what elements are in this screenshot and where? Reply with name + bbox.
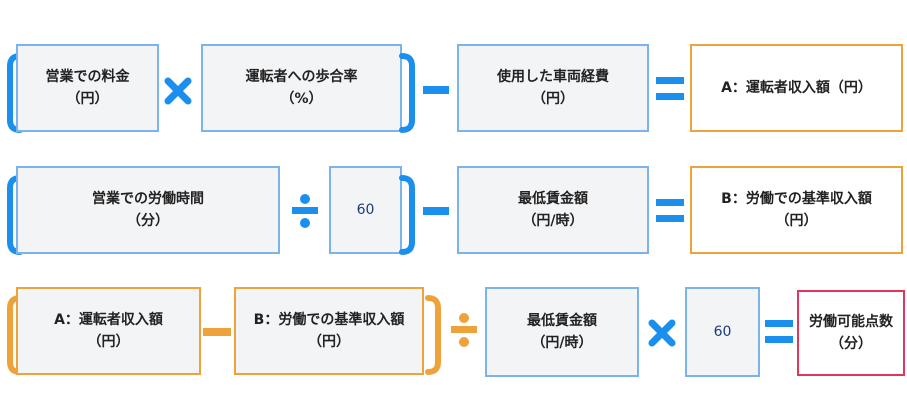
minus-icon [423,205,449,217]
multiply-icon [163,76,193,106]
sixty-box: 60 [685,287,760,377]
divide-icon [292,194,318,228]
commission-rate-unit: （%） [280,91,323,107]
result-a-label: A：運転者収入額（円） [721,80,872,96]
vehicle-cost-unit: （円） [532,91,574,107]
min-wage-unit: （円/時） [522,213,584,229]
equals-icon [765,317,793,347]
min-wage-unit: （円/時） [531,335,593,351]
equals-icon [656,74,684,104]
a-income-box: A：運転者収入額 （円） [16,287,201,375]
minus-icon [423,84,449,96]
a-income-unit: （円） [87,334,130,350]
work-minutes-unit: （分） [127,213,169,229]
result-b-label: B：労働での基準収入額 [721,191,872,207]
a-income-label: A：運転者収入額 [54,312,163,328]
result-b-unit: （円） [775,213,818,229]
right-bracket-icon [398,174,418,256]
left-bracket-icon [4,174,24,256]
work-minutes-box: 営業での労働時間 （分） [16,166,280,254]
sales-fee-label: 営業での料金 [45,69,130,85]
sales-fee-box: 営業での料金 （円） [16,44,159,132]
commission-rate-box: 運転者への歩合率 （%） [201,44,402,132]
sixty-value: 60 [356,202,375,218]
vehicle-cost-box: 使用した車両経費 （円） [457,44,649,132]
b-income-label: B：労働での基準収入額 [253,312,405,328]
work-minutes-label: 営業での労働時間 [92,191,204,207]
result-b-box: B：労働での基準収入額 （円） [690,166,903,254]
minus-icon [203,326,231,338]
min-wage-box: 最低賃金額 （円/時） [457,166,649,254]
sixty-box: 60 [329,166,402,254]
multiply-icon [647,318,677,348]
min-wage-box: 最低賃金額 （円/時） [485,287,639,377]
left-bracket-icon [4,294,24,376]
sixty-value: 60 [713,324,732,340]
equals-icon [656,196,684,226]
sales-fee-unit: （円） [66,91,109,107]
result-a-box: A：運転者収入額（円） [690,44,903,132]
b-income-unit: （円） [308,334,350,350]
result-box: 労働可能点数 （分） [797,290,905,376]
right-bracket-icon [398,52,418,134]
result-unit: （分） [830,336,872,352]
commission-rate-label: 運転者への歩合率 [245,69,358,85]
vehicle-cost-label: 使用した車両経費 [497,69,609,85]
right-bracket-icon [424,294,444,376]
min-wage-label: 最低賃金額 [518,191,588,207]
min-wage-label: 最低賃金額 [527,313,597,329]
b-income-box: B：労働での基準収入額 （円） [234,287,424,375]
divide-icon [451,313,477,347]
result-label: 労働可能点数 [809,314,893,330]
left-bracket-icon [4,52,24,134]
